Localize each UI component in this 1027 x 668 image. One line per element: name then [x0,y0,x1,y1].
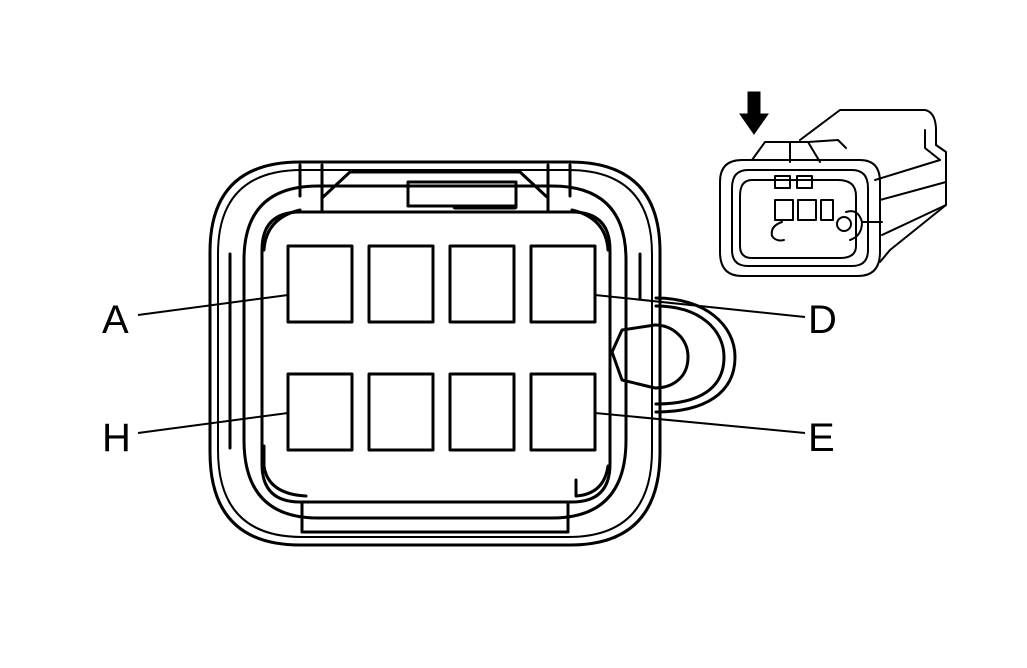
bottom-base [300,500,570,534]
pin-cavities [286,244,597,452]
housing-outer-inner [217,169,653,538]
pin-label-A: A [102,298,129,342]
cavity-D [529,244,597,324]
connector-face-view [208,160,737,547]
housing-inner [242,184,628,520]
pin-label-E: E [808,416,835,460]
cavity-A [286,244,354,324]
latch-ear [610,296,737,414]
cavity-C [448,244,516,324]
corner-hooks [262,208,610,498]
cavity-B [367,244,435,324]
leader-A [137,294,289,316]
connector-thumbnail [719,91,947,277]
pin-labels: A H D E [102,294,837,460]
leader-H [137,412,289,434]
leader-D [594,294,806,318]
cavity-G [367,372,435,452]
cavity-E [529,372,597,452]
housing-outer [208,160,662,547]
top-key [298,163,572,214]
direction-arrow-icon [739,91,769,135]
cavity-F [448,372,516,452]
cavity-H [286,372,354,452]
pin-label-D: D [808,298,837,342]
pin-label-H: H [102,416,131,460]
thumbnail-face [719,159,881,277]
leader-E [594,412,806,434]
cavity-opening [260,210,612,504]
